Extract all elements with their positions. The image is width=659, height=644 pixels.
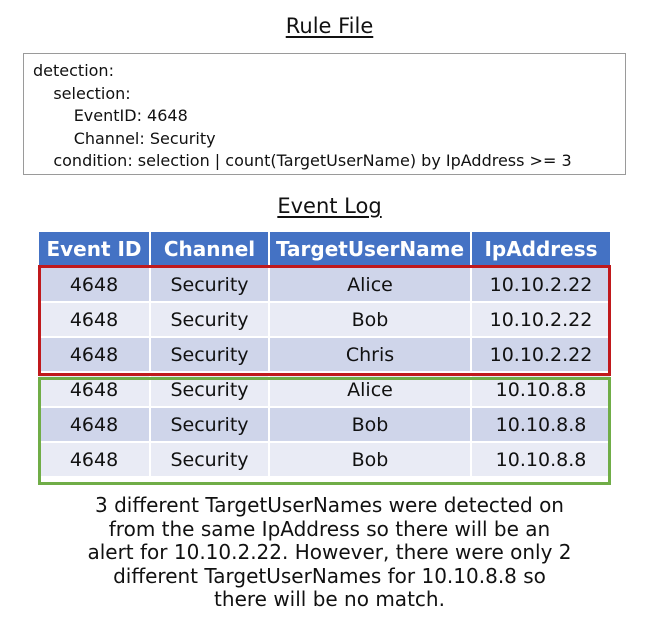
target-user-name-cell: Alice — [268, 266, 472, 303]
rule-line: condition: selection | count(TargetUserN… — [33, 151, 572, 170]
event-log-title: Event Log — [277, 194, 382, 218]
explanation-line: different TargetUserNames for 10.10.8.8 … — [113, 563, 546, 588]
channel-cell: Security — [149, 266, 270, 303]
channel-cell: Security — [149, 301, 270, 338]
column-header-target-user-name: TargetUserName — [268, 230, 472, 268]
channel-cell: Security — [149, 406, 270, 443]
ip-address-cell: 10.10.8.8 — [470, 441, 612, 478]
target-user-name-cell: Bob — [268, 441, 472, 478]
explanation-line: from the same IpAddress so there will be… — [108, 516, 551, 541]
ip-address-cell: 10.10.2.22 — [470, 266, 612, 303]
table-row: 4648 Security Alice 10.10.8.8 — [37, 371, 612, 408]
event-id-cell: 4648 — [37, 441, 151, 478]
rule-line: EventID: 4648 — [33, 106, 188, 125]
table-row: 4648 Security Bob 10.10.2.22 — [37, 301, 612, 338]
column-header-event-id: Event ID — [37, 230, 151, 268]
table-row: 4648 Security Bob 10.10.8.8 — [37, 406, 612, 443]
column-header-channel: Channel — [149, 230, 270, 268]
table-header-row: Event ID Channel TargetUserName IpAddres… — [37, 230, 612, 268]
target-user-name-cell: Bob — [268, 406, 472, 443]
channel-cell: Security — [149, 441, 270, 478]
channel-cell: Security — [149, 336, 270, 373]
ip-address-cell: 10.10.8.8 — [470, 406, 612, 443]
target-user-name-cell: Chris — [268, 336, 472, 373]
event-id-cell: 4648 — [37, 266, 151, 303]
event-id-cell: 4648 — [37, 301, 151, 338]
event-id-cell: 4648 — [37, 336, 151, 373]
event-id-cell: 4648 — [37, 406, 151, 443]
explanation-line: alert for 10.10.2.22. However, there wer… — [87, 540, 572, 564]
explanation-line: 3 different TargetUserNames were detecte… — [95, 493, 564, 517]
rule-file-title: Rule File — [285, 14, 374, 38]
ip-address-cell: 10.10.8.8 — [470, 371, 612, 408]
event-log-table: Event ID Channel TargetUserName IpAddres… — [37, 230, 612, 478]
explanation-text: 3 different TargetUserNames were detecte… — [60, 493, 599, 612]
rule-line: Channel: Security — [33, 128, 216, 148]
rule-line: detection: — [33, 61, 114, 80]
target-user-name-cell: Bob — [268, 301, 472, 338]
ip-address-cell: 10.10.2.22 — [470, 301, 612, 338]
ip-address-cell: 10.10.2.22 — [470, 336, 612, 373]
table-row: 4648 Security Alice 10.10.2.22 — [37, 266, 612, 303]
table-row: 4648 Security Bob 10.10.8.8 — [37, 441, 612, 478]
explanation-line: there will be no match. — [214, 587, 445, 611]
rule-file-box: detection: selection: EventID: 4648 Chan… — [23, 53, 626, 175]
column-header-ip-address: IpAddress — [470, 230, 612, 268]
table-row: 4648 Security Chris 10.10.2.22 — [37, 336, 612, 373]
event-id-cell: 4648 — [37, 371, 151, 408]
channel-cell: Security — [149, 371, 270, 408]
target-user-name-cell: Alice — [268, 371, 472, 408]
rule-line: selection: — [33, 83, 131, 103]
